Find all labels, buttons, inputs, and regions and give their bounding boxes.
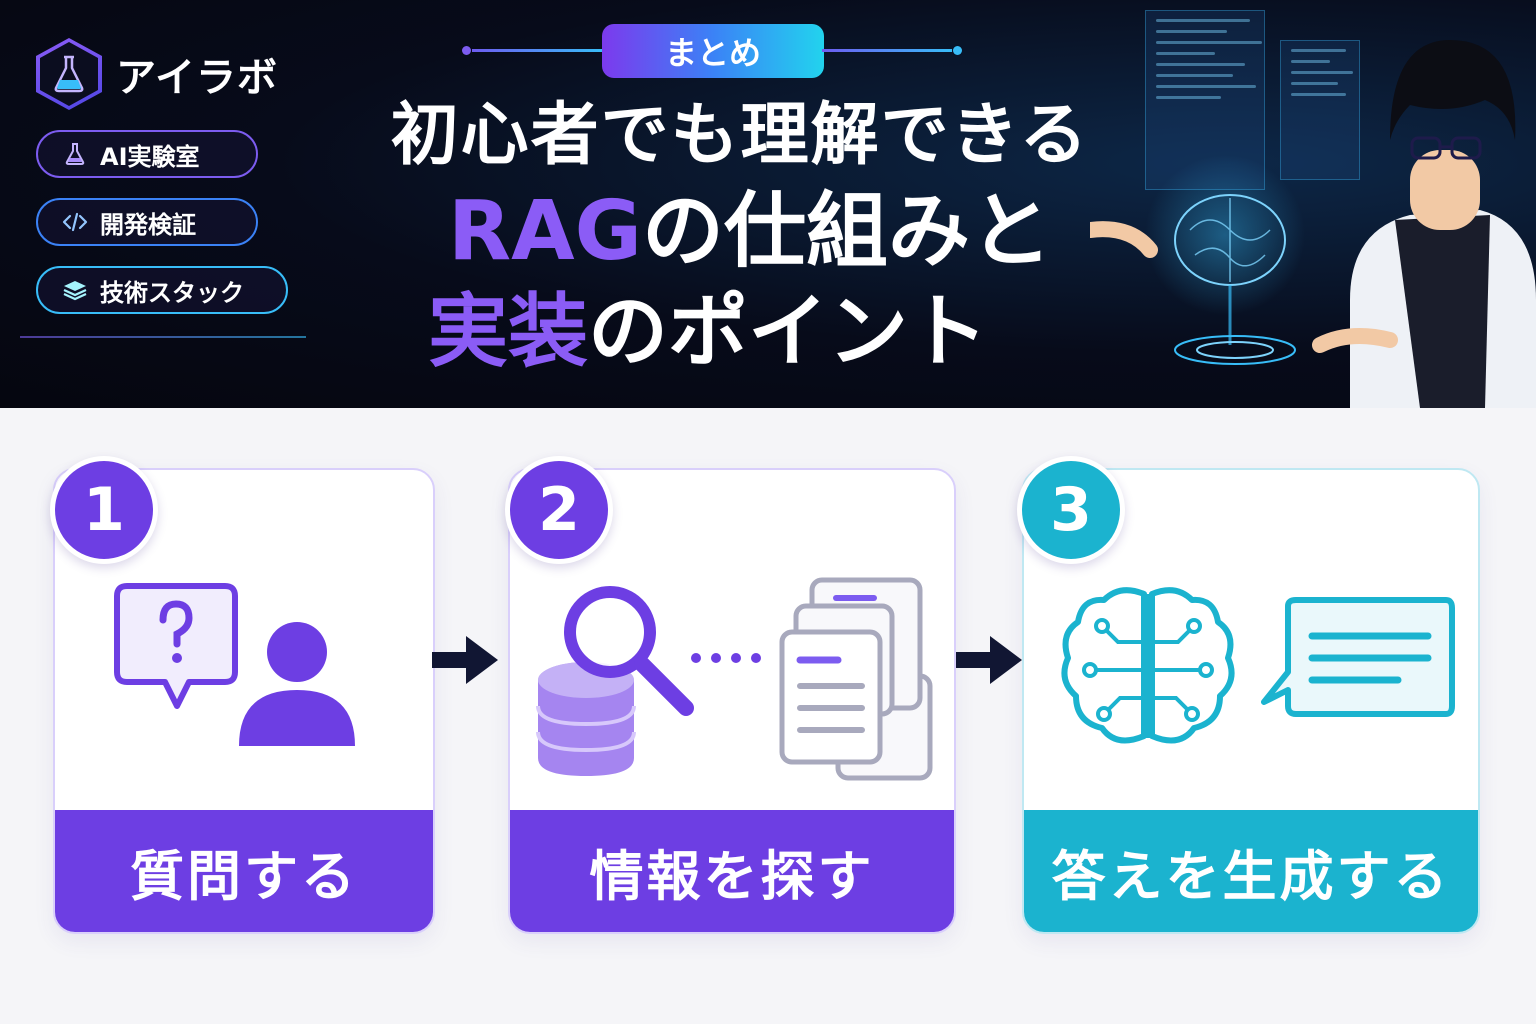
arrow-right-icon — [432, 636, 498, 684]
code-icon — [62, 209, 88, 235]
tag-label: 開発検証 — [100, 210, 196, 239]
documents-icon — [779, 577, 933, 781]
code-panel — [1280, 40, 1360, 180]
step-label: 情報を探す — [510, 810, 954, 932]
arrow-right-icon — [956, 636, 1022, 684]
dots-icon — [691, 653, 761, 663]
category-tags: AI実験室 開発検証 技術スタック — [36, 130, 288, 314]
person-icon — [239, 622, 355, 746]
flask-icon — [54, 55, 84, 93]
step-card-search[interactable]: 情報を探す — [508, 468, 956, 934]
step-number: 1 — [50, 456, 158, 564]
brand-logo[interactable]: アイラボ — [36, 38, 278, 110]
brain-circuit-icon — [1061, 587, 1235, 744]
tag-label: 技術スタック — [100, 278, 244, 307]
tag-label: AI実験室 — [100, 142, 200, 171]
brand-name: アイラボ — [116, 55, 278, 101]
summary-badge: まとめ — [602, 24, 824, 78]
title-line-3-rest: のポイント — [588, 285, 988, 378]
page-title: 初心者でも理解できる RAGの仕組みと 実装のポイント — [340, 90, 1140, 382]
magnifier-icon — [564, 586, 694, 716]
step-label: 質問する — [55, 810, 433, 932]
text-bubble-icon — [1261, 597, 1455, 717]
hologram-brain-icon — [1090, 40, 1536, 408]
title-line-3: 実装のポイント — [340, 282, 1140, 382]
step-number: 2 — [505, 456, 613, 564]
dot — [462, 46, 471, 55]
title-line-2-rest: の仕組みと — [641, 184, 1052, 279]
dot — [953, 46, 962, 55]
question-bubble-icon — [114, 583, 238, 709]
tag-tech-stack[interactable]: 技術スタック — [36, 266, 288, 314]
step-label: 答えを生成する — [1024, 810, 1478, 932]
step-number: 3 — [1017, 456, 1125, 564]
divider — [822, 49, 952, 52]
title-line-1: 初心者でも理解できる — [390, 96, 1090, 175]
header-banner: アイラボ AI実験室 開発検証 技術スタック まとめ 初心者で — [0, 0, 1536, 408]
scientist-illustration — [1090, 0, 1536, 408]
title-accent-rag: RAG — [448, 184, 642, 279]
tag-dev-verification[interactable]: 開発検証 — [36, 198, 258, 246]
title-accent-impl: 実装 — [428, 285, 588, 378]
step-card-question[interactable]: 質問する — [53, 468, 435, 934]
layers-icon — [62, 277, 88, 303]
tag-ai-lab[interactable]: AI実験室 — [36, 130, 258, 178]
title-line-2: RAGの仕組みと — [360, 182, 1140, 282]
brand-hex-frame — [36, 38, 102, 110]
divider — [472, 49, 602, 52]
flask-icon — [62, 141, 88, 167]
summary-badge-row: まとめ — [462, 20, 962, 80]
divider — [20, 336, 306, 338]
